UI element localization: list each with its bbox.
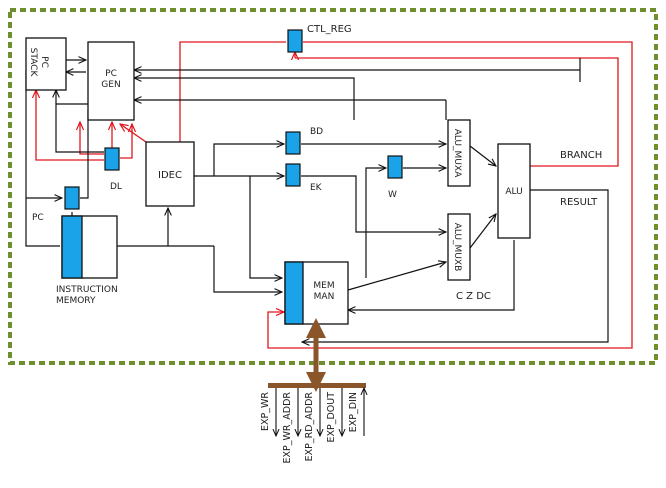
bus-pin-label: EXP_RD_ADDR: [304, 392, 315, 462]
pc-register: PC: [32, 186, 80, 223]
control-wires: [36, 41, 633, 349]
pc-stack-block: PCSTACK: [25, 37, 67, 91]
bd-label: BD: [310, 127, 323, 137]
w-label: W: [388, 190, 397, 200]
branch-label: BRANCH: [560, 150, 602, 161]
flags-label: C Z DC: [456, 291, 491, 302]
ctl-reg-label: CTL_REG: [307, 24, 352, 35]
bus-pin-label: EXP_WR: [260, 392, 271, 431]
idec-block: IDEC: [145, 141, 195, 207]
bus-pin-label: EXP_WR_ADDR: [282, 392, 293, 464]
alu-muxb-block: ALU_MUXB: [447, 213, 471, 281]
alu-label: ALU: [505, 187, 522, 197]
data-wires: [25, 58, 609, 342]
alu-muxa-label: ALU_MUXA: [452, 129, 462, 178]
pc-stack-label: PCSTACK: [28, 48, 49, 78]
idec-label: IDEC: [158, 170, 182, 181]
ek-register: EK: [285, 163, 323, 193]
alu-block: ALU: [497, 143, 531, 239]
ctl-reg-register: CTL_REG: [287, 24, 352, 53]
external-bus: EXP_WR EXP_WR_ADDR EXP_RD_ADDR EXP_DOUT EXP_…: [260, 318, 366, 464]
ek-label: EK: [310, 183, 323, 193]
w-register: W: [387, 155, 403, 200]
dl-register: DL: [104, 147, 122, 192]
alu-muxa-block: ALU_MUXA: [447, 119, 471, 187]
bus-pin-label: EXP_DOUT: [326, 392, 337, 443]
bd-register: BD: [285, 127, 323, 155]
result-label: RESULT: [560, 197, 598, 208]
dl-label: DL: [110, 182, 122, 192]
alu-muxb-label: ALU_MUXB: [452, 223, 462, 272]
chip-boundary: [8, 8, 658, 365]
bus-pin-label: EXP_DIN: [348, 392, 359, 432]
pc-label: PC: [32, 213, 44, 223]
